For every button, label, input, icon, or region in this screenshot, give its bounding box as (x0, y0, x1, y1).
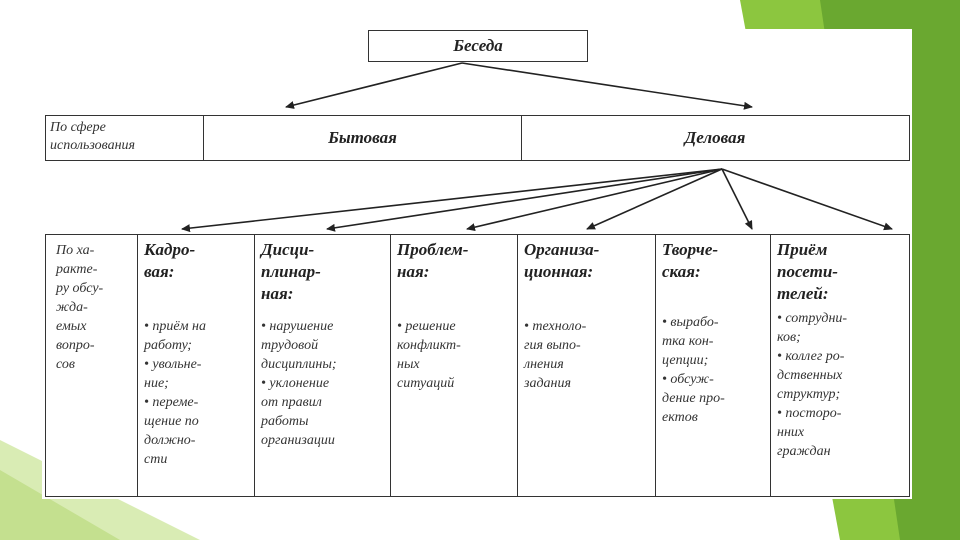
row-label-line: вопро- (56, 338, 95, 353)
column-item-line: работы (261, 414, 309, 429)
row-label-line: емых (56, 319, 87, 334)
column-head-line: телей: (777, 284, 829, 303)
column-head-line: вая: (144, 262, 175, 281)
column-item-line: цепции; (662, 353, 709, 368)
column-item-line: граждан (777, 444, 831, 459)
column-head-line: Творче- (662, 240, 719, 259)
column-item-line: должно- (144, 433, 196, 448)
root-label: Беседа (453, 36, 503, 55)
column-item-line: • коллег ро- (777, 349, 845, 364)
column-item-line: тка кон- (662, 334, 714, 349)
column-item-line: лнения (524, 357, 564, 372)
column-head-line: посети- (777, 262, 838, 281)
column-head-line: ционная: (524, 262, 594, 281)
column-item-line: • переме- (144, 395, 199, 410)
column-item-line: • посторо- (777, 406, 842, 421)
box-everyday: Бытовая (204, 116, 522, 160)
row-by-sphere: По сфере использования Бытовая Деловая (45, 115, 910, 161)
row-label-line: По сфере (50, 120, 106, 135)
arrow-to-organizational (586, 168, 723, 230)
column-item-line: организации (261, 433, 335, 448)
column-visitors: Приём посети- телей: • сотрудни- ков; • … (771, 235, 908, 496)
column-item-line: нних (777, 425, 805, 440)
column-organizational: Организа- ционная: • техноло- гия выпо- … (518, 235, 656, 496)
row-label-line: сов (56, 357, 75, 372)
box-business: Деловая (522, 116, 908, 160)
column-item-line: трудовой (261, 338, 319, 353)
column-head-line: Кадро- (144, 240, 196, 259)
column-item-line: дственных (777, 368, 843, 383)
column-item-line: дение про- (662, 391, 725, 406)
arrow-to-visitors (721, 168, 893, 231)
row-by-topic: По ха- ракте- ру обсу- жда- емых вопро- … (45, 234, 910, 497)
arrow-to-personnel (181, 168, 723, 233)
column-head-line: Проблем- (397, 240, 469, 259)
column-item-line: • нарушение (261, 319, 334, 334)
column-personnel: Кадро- вая: • приём на работу; • увольне… (138, 235, 255, 496)
arrow-to-creative (721, 168, 753, 230)
column-head-line: Организа- (524, 240, 600, 259)
arrow-to-business (461, 62, 753, 110)
column-item-line: ных (397, 357, 420, 372)
arrow-to-disciplinary (326, 168, 723, 232)
root-box: Беседа (368, 30, 588, 62)
column-item-line: дисциплины; (261, 357, 337, 372)
column-item-line: • сотрудни- (777, 311, 848, 326)
diagram-panel: Беседа По сфере использования Бытовая Де… (42, 29, 912, 499)
column-item-line: • приём на (144, 319, 206, 334)
column-head-line: ная: (261, 284, 294, 303)
everyday-label: Бытовая (328, 128, 397, 147)
column-item-line: сти (144, 452, 168, 467)
column-item-line: ков; (777, 330, 801, 345)
column-item-line: ектов (662, 410, 698, 425)
column-item-line: работу; (144, 338, 192, 353)
row-label-sphere: По сфере использования (46, 116, 204, 160)
column-item-line: ситуаций (397, 376, 455, 391)
column-item-line: ние; (144, 376, 169, 391)
column-item-line: • обсуж- (662, 372, 714, 387)
row-label-line: ру обсу- (56, 281, 104, 296)
column-item-line: конфликт- (397, 338, 461, 353)
column-item-line: структур; (777, 387, 841, 402)
column-creative: Творче- ская: • вырабо- тка кон- цепции;… (656, 235, 771, 496)
column-head-line: ная: (397, 262, 430, 281)
row-label-line: жда- (56, 300, 88, 315)
arrow-to-everyday (285, 62, 463, 109)
column-head-line: ская: (662, 262, 701, 281)
column-disciplinary: Дисци- плинар- ная: • нарушение трудовой… (255, 235, 391, 496)
row-label-line: По ха- (56, 243, 95, 258)
column-item-line: щение по (144, 414, 199, 429)
column-item-line: • техноло- (524, 319, 587, 334)
column-head-line: Приём (777, 240, 828, 259)
column-item-line: от правил (261, 395, 322, 410)
row-label-topic: По ха- ракте- ру обсу- жда- емых вопро- … (46, 235, 138, 496)
column-item-line: • уклонение (261, 376, 330, 391)
column-item-line: гия выпо- (524, 338, 581, 353)
column-problem: Проблем- ная: • решение конфликт- ных си… (391, 235, 518, 496)
row-label-line: использования (50, 138, 136, 153)
column-item-line: задания (524, 376, 571, 391)
arrow-to-problem (466, 168, 723, 232)
column-head-line: Дисци- (261, 240, 315, 259)
column-item-line: • увольне- (144, 357, 202, 372)
column-item-line: • решение (397, 319, 456, 334)
business-label: Деловая (684, 128, 746, 147)
row-label-line: ракте- (56, 262, 98, 277)
column-item-line: • вырабо- (662, 315, 719, 330)
column-head-line: плинар- (261, 262, 321, 281)
